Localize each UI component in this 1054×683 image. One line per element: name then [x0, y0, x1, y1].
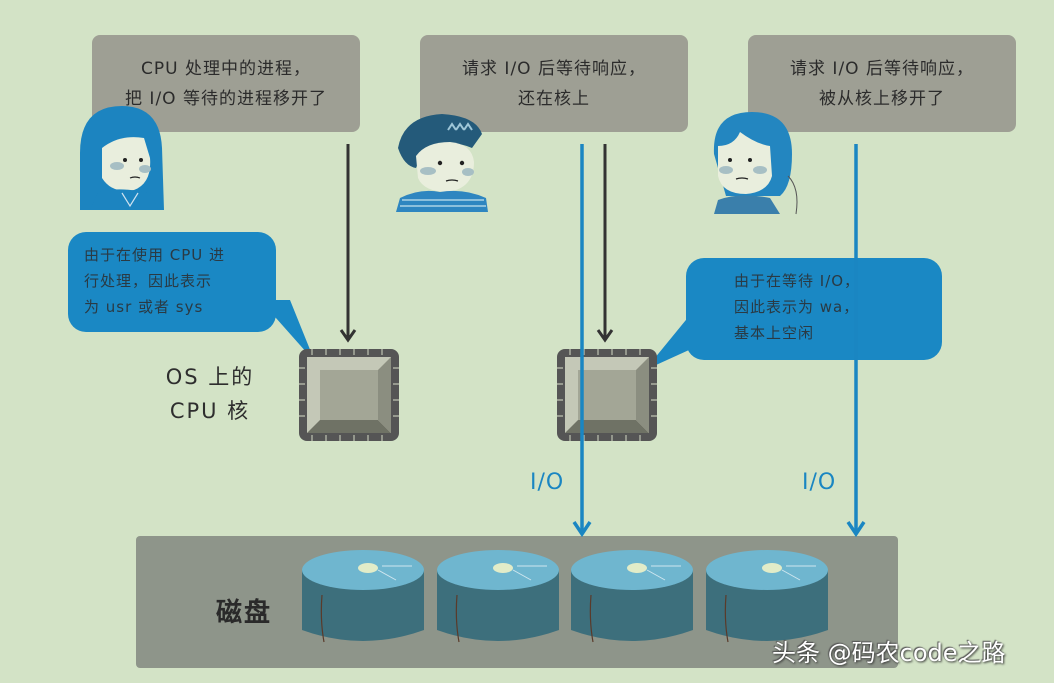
arrow-down-icon: [339, 144, 357, 343]
io-arrow-icon: [572, 144, 592, 538]
bubble-line: CPU 处理中的进程，: [141, 58, 311, 79]
callout-line: 基本上空闲: [734, 324, 815, 342]
callout-line: 由于在等待 I/O，: [734, 272, 861, 290]
arrow-down-icon: [596, 144, 614, 343]
io-label-left: I/O: [530, 470, 565, 495]
disk-label: 磁盘: [216, 598, 273, 628]
girl-character-icon: [713, 112, 798, 215]
disk-icon: [571, 550, 693, 643]
callout-tail-left: [260, 300, 315, 362]
bubble-line: 请求 I/O 后等待响应，: [462, 58, 646, 79]
cpu-core-label-line: CPU 核: [169, 399, 251, 423]
bubble-line: 还在核上: [518, 88, 590, 109]
cpu-core-label: OS 上的 CPU 核: [150, 360, 270, 428]
bubble-line: 被从核上移开了: [819, 88, 945, 109]
disk-icon: [302, 550, 424, 643]
bubble-line: 请求 I/O 后等待响应，: [790, 58, 974, 79]
woman-character-icon: [80, 106, 164, 210]
callout-line: 由于在使用 CPU 进: [84, 246, 226, 264]
callout-line: 因此表示为 wa，: [734, 298, 860, 316]
io-label-right: I/O: [802, 470, 837, 495]
callout-tail-right: [645, 315, 700, 370]
boy-character-icon: [396, 114, 488, 212]
cpu-core-label-line: OS 上的: [165, 365, 255, 389]
callout-line: 为 usr 或者 sys: [84, 298, 204, 316]
disk-icon: [437, 550, 559, 643]
bubble-line: 把 I/O 等待的进程移开了: [125, 88, 327, 109]
callout-line: 行处理，因此表示: [84, 272, 213, 290]
disk-icon: [706, 550, 828, 643]
callout-usr-sys: 由于在使用 CPU 进 行处理，因此表示 为 usr 或者 sys: [68, 232, 276, 332]
watermark: 头条 @码农code之路: [772, 639, 1006, 667]
cpu-core-icon: [299, 349, 399, 441]
callout-wa: 由于在等待 I/O， 因此表示为 wa， 基本上空闲: [686, 258, 942, 360]
speech-bubble-io-off-core: 请求 I/O 后等待响应， 被从核上移开了: [748, 35, 1016, 132]
speech-bubble-io-on-core: 请求 I/O 后等待响应， 还在核上: [420, 35, 688, 132]
io-arrow-icon: [846, 144, 866, 538]
